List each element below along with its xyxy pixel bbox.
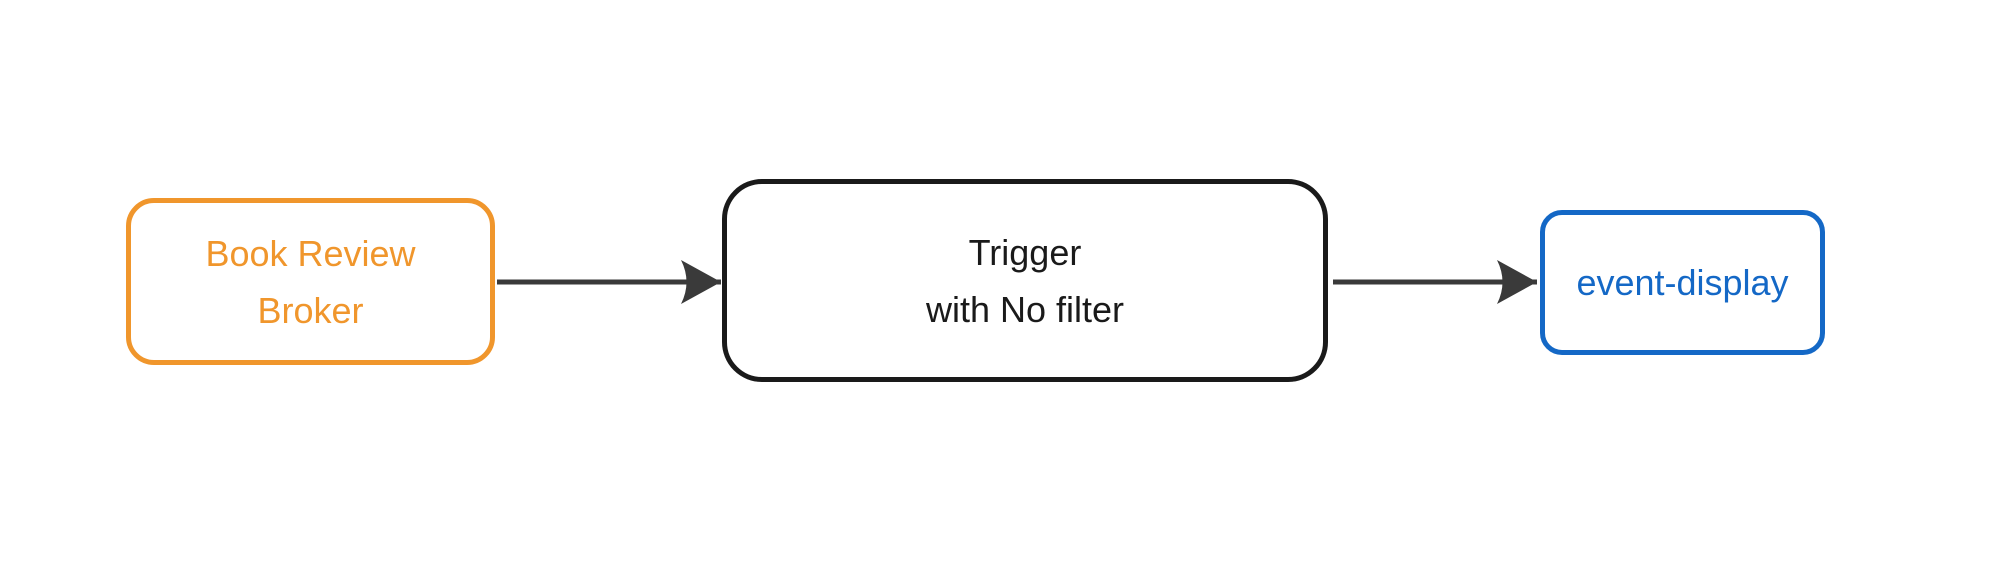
node-event-display-label: event-display — [1576, 262, 1789, 303]
node-trigger-with-no-filter: Trigger with No filter — [722, 179, 1328, 382]
node-event-display: event-display — [1540, 210, 1825, 355]
node-book-review-broker-label: Book Review Broker — [205, 232, 416, 331]
node-book-review-broker: Book Review Broker — [126, 198, 495, 365]
node-trigger-with-no-filter-label: Trigger with No filter — [925, 231, 1125, 330]
